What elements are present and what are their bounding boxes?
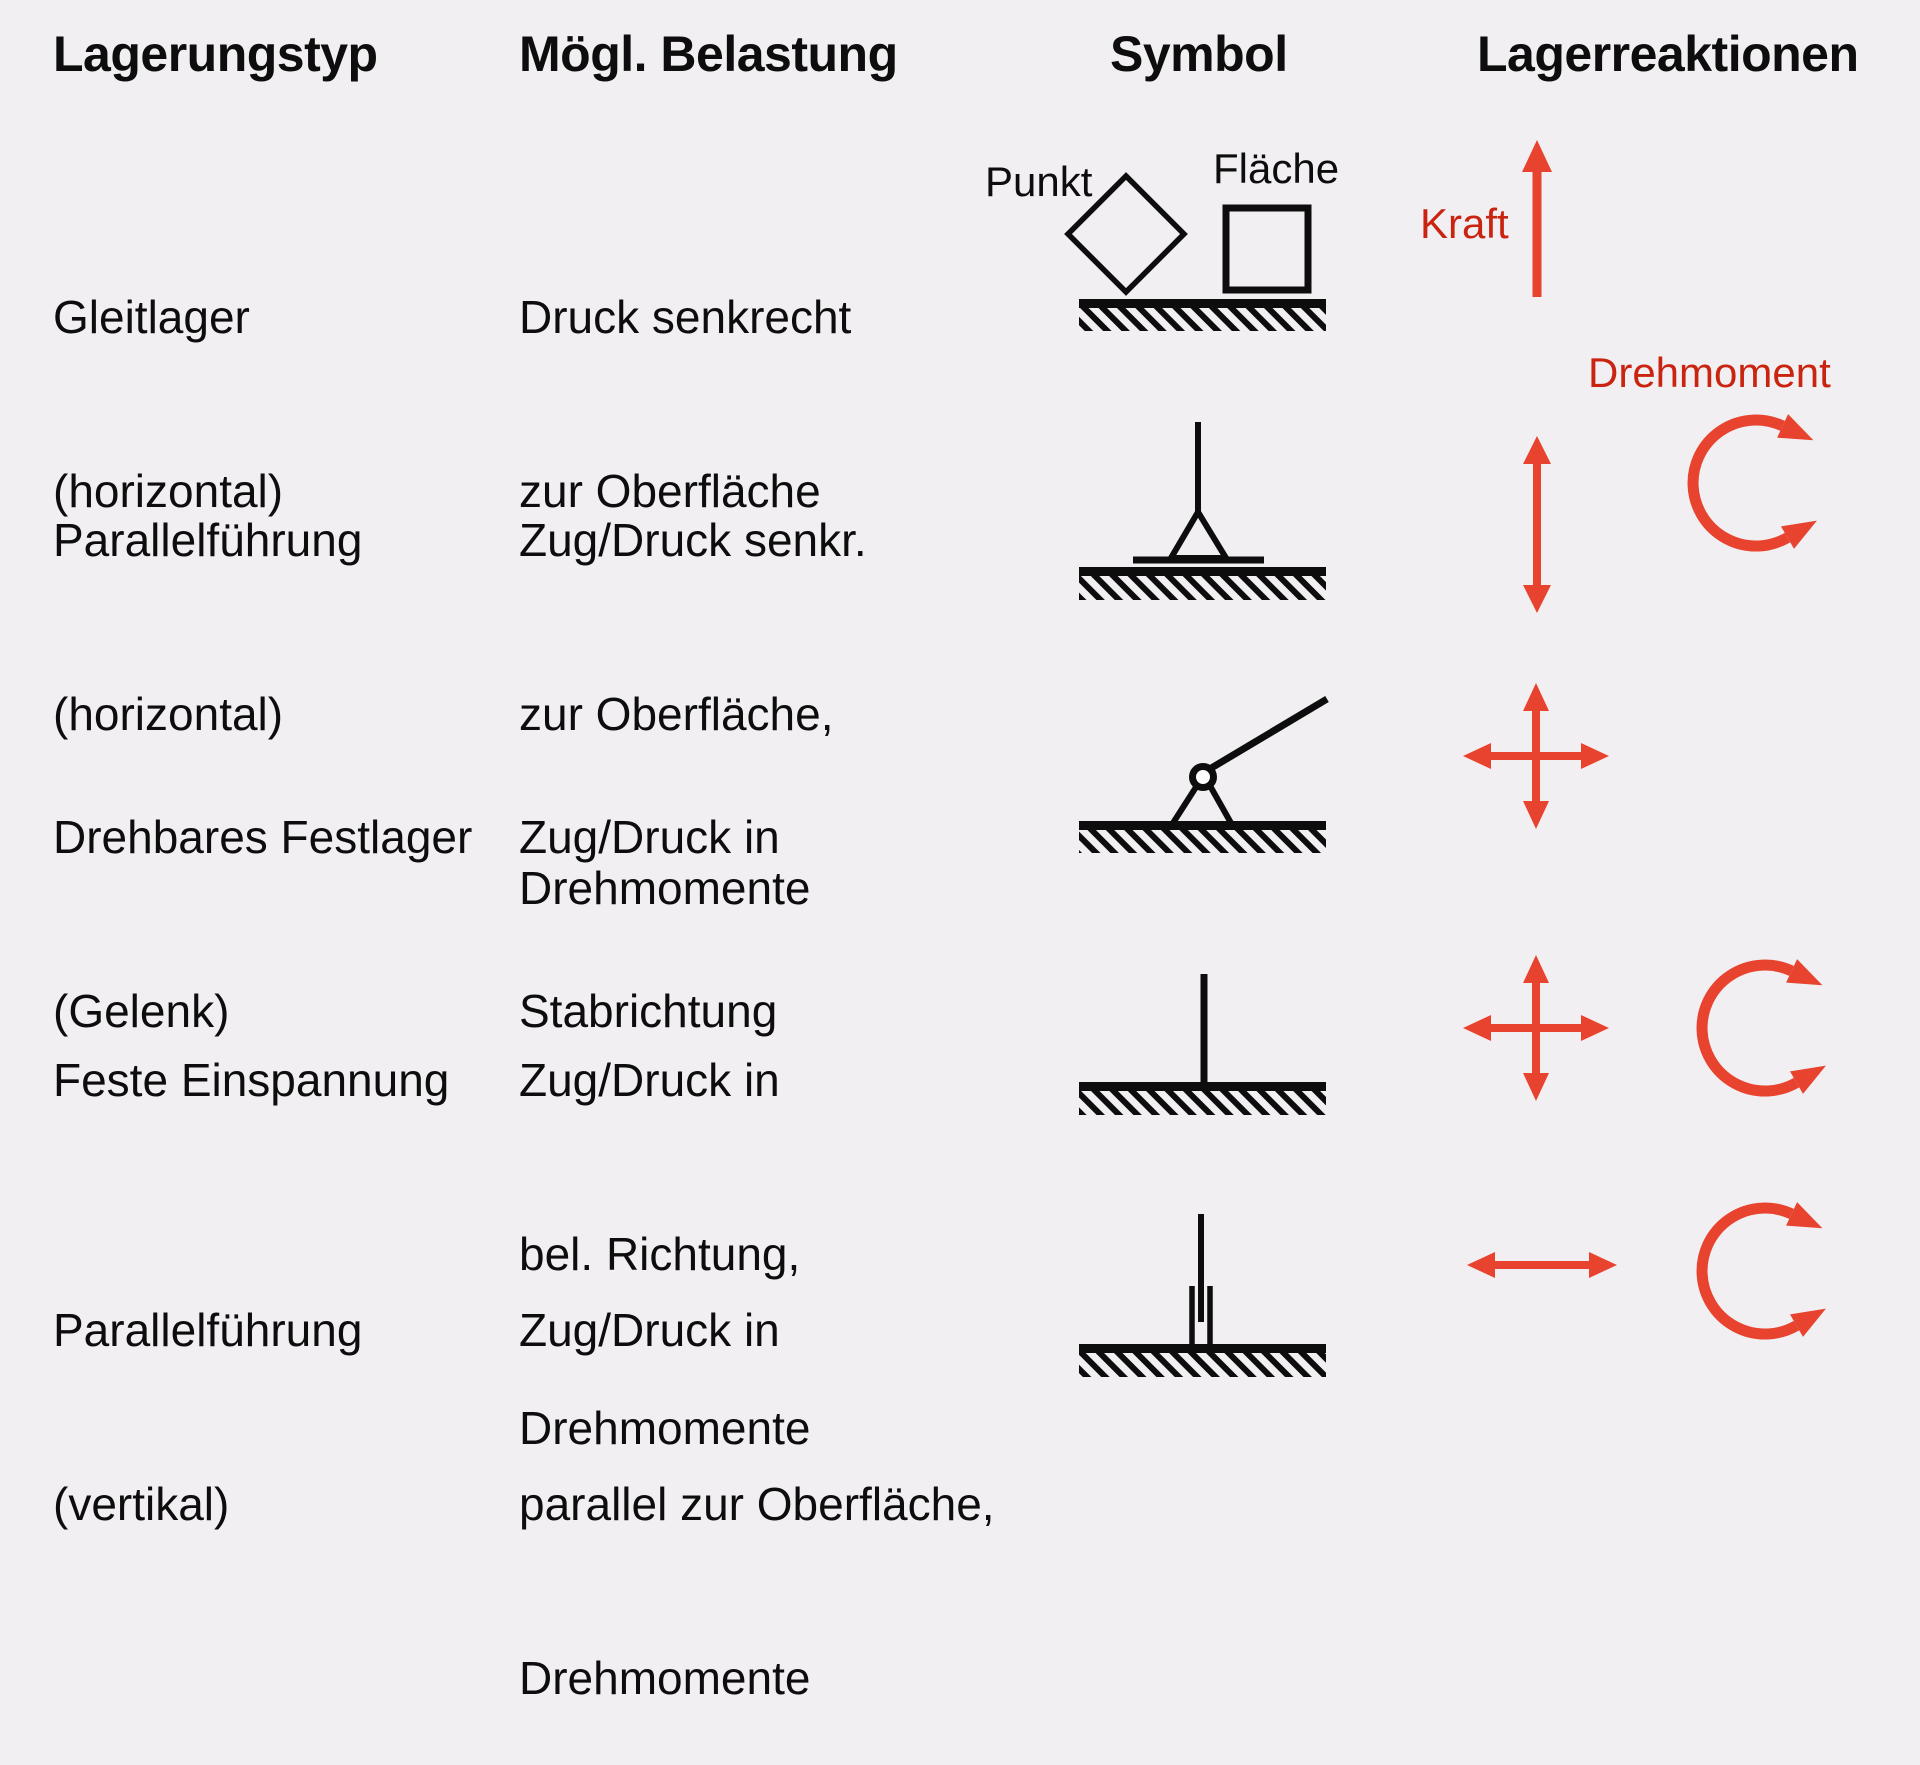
punkt-label: Punkt	[985, 158, 1093, 205]
text-line: zur Oberfläche,	[519, 688, 834, 740]
force-arrows-cross-icon	[1463, 955, 1609, 1101]
row-3-bearing-type: Drehbares Festlager (Gelenk)	[53, 692, 472, 1098]
row-4-bearing-type: Feste Einspannung	[53, 935, 449, 1167]
text-line: Parallelführung	[53, 1304, 363, 1356]
row-1-bearing-type: Gleitlager (horizontal)	[53, 172, 283, 578]
force-arrow-left-right-icon	[1467, 1252, 1617, 1278]
column-header-lagerreaktionen: Lagerreaktionen	[1477, 26, 1859, 82]
row-2-possible-load: Zug/Druck senkr. zur Oberfläche, Drehmom…	[519, 395, 867, 975]
text-line: Drehmomente	[519, 1652, 811, 1704]
text-line: Zug/Druck in	[519, 1304, 780, 1356]
column-header-moegl-belastung: Mögl. Belastung	[519, 26, 898, 82]
text-line: Stabrichtung	[519, 985, 778, 1037]
text-line: parallel zur Oberfläche,	[519, 1478, 995, 1530]
text-line: (vertikal)	[53, 1478, 230, 1530]
force-arrow-up-down-icon	[1523, 436, 1551, 613]
force-arrows-cross-icon	[1463, 683, 1609, 829]
point-contact-diamond-icon	[1064, 172, 1188, 296]
text-line: (horizontal)	[53, 688, 284, 740]
diagram-canvas	[1064, 140, 1920, 1377]
ground-hatching	[1079, 299, 1326, 331]
moment-arc-arrow-icon	[1693, 414, 1823, 549]
row-5-possible-load: Zug/Druck in parallel zur Oberfläche, Dr…	[519, 1185, 995, 1765]
kraft-arrow-up-icon	[1522, 140, 1552, 297]
text-line: zur Oberfläche	[519, 465, 821, 517]
row-1-possible-load: Druck senkrecht zur Oberfläche	[519, 172, 851, 578]
text-line: (Gelenk)	[53, 985, 230, 1037]
feste-einspannung-symbol	[1079, 974, 1326, 1115]
pin-joint-circle-icon	[1189, 763, 1217, 791]
ground-hatching	[1079, 1344, 1326, 1377]
row-2-bearing-type: Parallelführung (horizontal)	[53, 395, 362, 801]
column-header-symbol: Symbol	[1110, 26, 1288, 82]
parallelfuehrung-horizontal-symbol	[1079, 422, 1326, 600]
text-line: Zug/Druck in	[519, 811, 780, 863]
column-header-lagerungstyp: Lagerungstyp	[53, 26, 378, 82]
text-line: Zug/Druck senkr.	[519, 514, 867, 566]
text-line: Zug/Druck in	[519, 1054, 780, 1106]
moment-arc-arrow-icon	[1702, 1202, 1832, 1337]
row-3-possible-load: Zug/Druck in Stabrichtung	[519, 692, 780, 1098]
kraft-label: Kraft	[1420, 200, 1509, 247]
text-line: Druck senkrecht	[519, 291, 852, 343]
ground-hatching	[1079, 821, 1326, 853]
parallelfuehrung-vertikal-symbol	[1079, 1214, 1326, 1377]
flaeche-label: Fläche	[1213, 145, 1340, 192]
ground-hatching	[1079, 567, 1326, 600]
text-line: bel. Richtung,	[519, 1228, 801, 1280]
text-line: Gleitlager	[53, 291, 250, 343]
text-line: Drehmomente	[519, 862, 811, 914]
text-line: Parallelführung	[53, 514, 363, 566]
surface-contact-square-icon	[1222, 204, 1312, 294]
moment-arc-arrow-icon	[1702, 959, 1832, 1094]
row-5-bearing-type: Parallelführung (vertikal)	[53, 1185, 362, 1591]
ground-hatching	[1079, 1082, 1326, 1115]
drehmoment-label: Drehmoment	[1588, 349, 1831, 396]
text-line: Feste Einspannung	[53, 1054, 450, 1106]
text-line: (horizontal)	[53, 465, 284, 517]
drehbares-festlager-symbol	[1079, 695, 1329, 853]
gleitlager-symbol	[1064, 172, 1326, 331]
text-line: Drehbares Festlager	[53, 811, 473, 863]
